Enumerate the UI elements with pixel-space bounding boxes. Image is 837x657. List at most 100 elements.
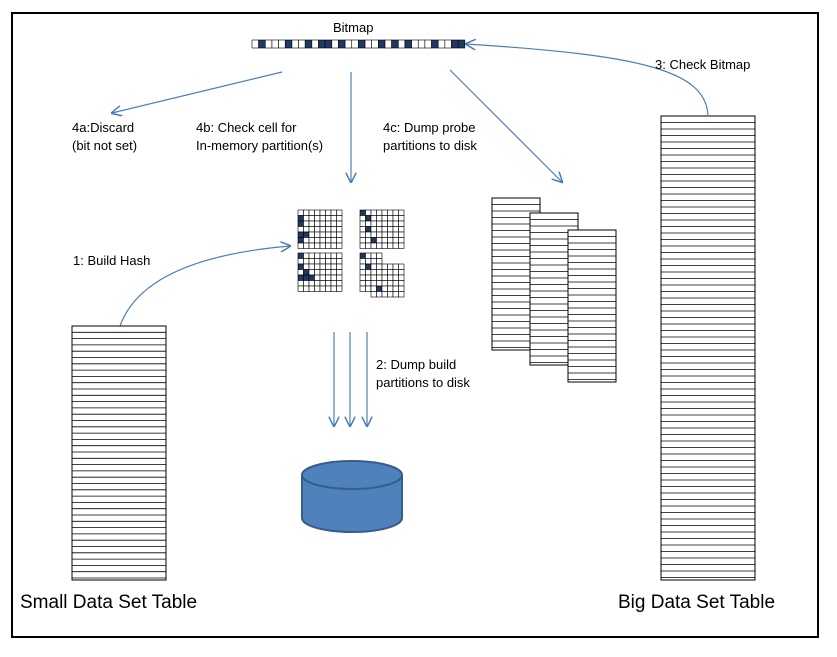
hash-cell <box>336 285 343 292</box>
hash-cell <box>370 220 377 227</box>
hash-cell <box>319 242 326 249</box>
hash-cell <box>392 242 399 249</box>
hash-cell <box>325 220 332 227</box>
hash-cell <box>325 209 332 216</box>
bitmap-cell <box>344 39 353 49</box>
bitmap-cell <box>451 39 459 49</box>
hash-cell <box>330 231 337 238</box>
hash-cell <box>314 220 321 227</box>
hash-cell <box>392 269 399 276</box>
hash-cell <box>381 274 388 281</box>
hash-cell <box>319 269 326 276</box>
hash-cell <box>319 226 326 233</box>
hash-cell <box>308 280 315 287</box>
hash-cell <box>376 285 383 292</box>
hash-cell <box>398 215 405 222</box>
hash-cell <box>325 252 332 259</box>
hash-cell <box>381 215 388 222</box>
bitmap-cell <box>264 39 273 49</box>
hash-cell <box>330 280 337 287</box>
hash-cell <box>308 274 315 281</box>
hash-cell <box>387 274 394 281</box>
hash-cell <box>336 215 343 222</box>
hash-cell <box>376 269 383 276</box>
dump-build-label-line1: 2: Dump build <box>376 357 457 372</box>
hash-cell <box>387 231 394 238</box>
hash-cell <box>303 258 310 265</box>
hash-cell <box>398 291 405 298</box>
bitmap-cell <box>437 39 446 49</box>
hash-cell <box>381 269 388 276</box>
hash-cell <box>314 231 321 238</box>
hash-cell <box>370 242 377 249</box>
hash-cell <box>308 220 315 227</box>
bitmap-cell <box>457 39 466 49</box>
hash-cell <box>303 274 310 281</box>
hash-cell <box>370 274 377 281</box>
hash-cell <box>392 263 399 270</box>
bitmap-cell <box>417 39 426 49</box>
discard-label-line2: (bit not set) <box>72 138 138 153</box>
hash-cell <box>370 252 377 259</box>
bitmap-cell <box>298 39 306 49</box>
bitmap-cell <box>251 39 259 49</box>
hash-cell <box>297 274 304 281</box>
hash-cell <box>376 231 383 238</box>
hash-cell <box>297 285 304 292</box>
hash-cell <box>308 215 315 222</box>
hash-cell <box>387 263 394 270</box>
hash-cell <box>319 280 326 287</box>
hash-partition-grid <box>297 252 343 292</box>
hash-cell <box>314 280 321 287</box>
hash-cell <box>319 258 326 265</box>
bitmap-cell <box>278 39 286 49</box>
hash-cell <box>359 215 366 222</box>
hash-cell <box>336 252 343 259</box>
hash-cell <box>303 231 310 238</box>
hash-cell <box>359 269 366 276</box>
hash-cell <box>314 242 321 249</box>
hash-cell <box>330 274 337 281</box>
bitmap-cell <box>271 39 279 49</box>
hash-cell <box>370 285 377 292</box>
hash-cell <box>392 280 399 287</box>
hash-cell <box>365 280 372 287</box>
hash-cell <box>297 209 304 216</box>
hash-cell <box>376 263 383 270</box>
hash-cell <box>359 285 366 292</box>
dump-probe-arrow <box>449 69 562 182</box>
hash-cell <box>303 285 310 292</box>
hash-cell <box>330 226 337 233</box>
hash-cell <box>370 280 377 287</box>
hash-cell <box>392 209 399 216</box>
hash-cell <box>297 237 304 244</box>
hash-cell <box>359 237 366 244</box>
hash-cell <box>303 237 310 244</box>
check-bitmap-label: 3: Check Bitmap <box>655 57 751 72</box>
hash-cell <box>365 285 372 292</box>
hash-cell <box>387 226 394 233</box>
hash-cell <box>314 258 321 265</box>
hash-cell <box>319 263 326 270</box>
bitmap-label: Bitmap <box>333 20 374 35</box>
hash-cell <box>330 258 337 265</box>
hash-cell <box>365 242 372 249</box>
bitmap-cell <box>371 39 379 49</box>
bitmap-cell <box>391 39 399 49</box>
hash-cell <box>387 291 394 298</box>
hash-cell <box>303 263 310 270</box>
check-bitmap-arrow <box>466 44 709 116</box>
hash-cell <box>381 280 388 287</box>
hash-cell <box>303 252 310 259</box>
hash-cell <box>359 231 366 238</box>
hash-cell <box>398 220 405 227</box>
small-table-label: Small Data Set Table <box>20 592 198 613</box>
hash-cell <box>370 215 377 222</box>
hash-cell <box>370 237 377 244</box>
hash-cell <box>297 231 304 238</box>
hash-cell <box>359 274 366 281</box>
hash-cell <box>325 215 332 222</box>
hash-cell <box>325 226 332 233</box>
hash-cell <box>392 285 399 292</box>
